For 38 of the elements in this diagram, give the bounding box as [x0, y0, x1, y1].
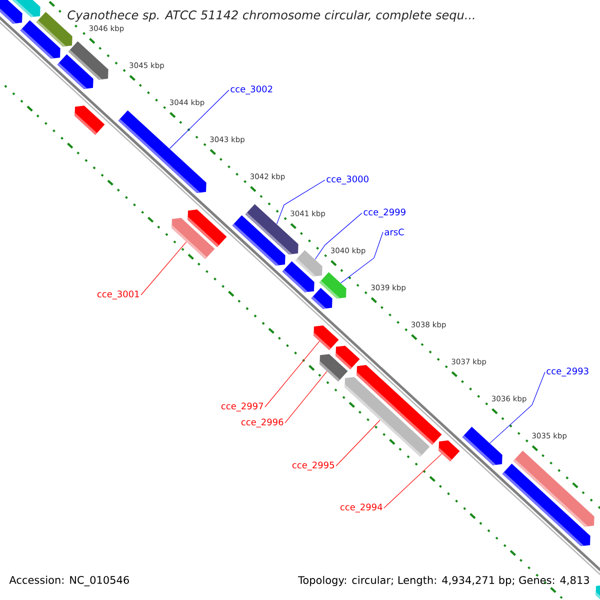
- gene-block: [232, 215, 286, 266]
- sequence-info-text: Topology: circular; Length: 4,934,271 bp; Genes: 4,813: [298, 576, 589, 586]
- leader-line: [314, 212, 362, 260]
- gene-label: cce_2995: [292, 462, 334, 470]
- gene-label: cce_2996: [241, 418, 284, 428]
- gene-label: arsC: [384, 228, 404, 236]
- accession-text: Accession: NC_010546: [9, 576, 129, 586]
- gene-label: cce_3000: [326, 176, 368, 184]
- leader-line: [490, 372, 546, 444]
- leader-line: [264, 341, 320, 408]
- leader-line: [340, 232, 384, 284]
- gene-block: [118, 110, 206, 193]
- leader-line: [276, 180, 326, 224]
- gene-block: [57, 54, 94, 90]
- leader-line: [140, 242, 187, 296]
- gene-block: [10, 0, 40, 18]
- gene-block: [320, 354, 348, 382]
- gene-block: [502, 464, 590, 546]
- leader-line: [169, 90, 230, 149]
- title: Cyanothece sp. ATCC 51142 chromosome circular, complete sequ...: [66, 9, 477, 23]
- gene-block: [282, 261, 314, 292]
- gene-block: [74, 106, 105, 135]
- gene-label: cce_2994: [340, 504, 382, 512]
- gene-label: cce_2997: [221, 402, 264, 412]
- gene-block: [314, 325, 339, 350]
- gene-block: [188, 210, 227, 248]
- gene-label: cce_2993: [546, 368, 588, 376]
- gene-block: [356, 365, 442, 445]
- gene-block: [462, 426, 502, 466]
- gene-block: [0, 0, 22, 24]
- gene-block: [438, 440, 460, 462]
- gene-block: [311, 288, 332, 309]
- gene-label: cce_2999: [364, 208, 406, 218]
- gene-block: [596, 584, 600, 600]
- gene-label: cce_3001: [97, 290, 139, 300]
- leader-line: [384, 454, 442, 508]
- gene-label: cce_3002: [230, 86, 272, 94]
- gene-block: [20, 20, 60, 59]
